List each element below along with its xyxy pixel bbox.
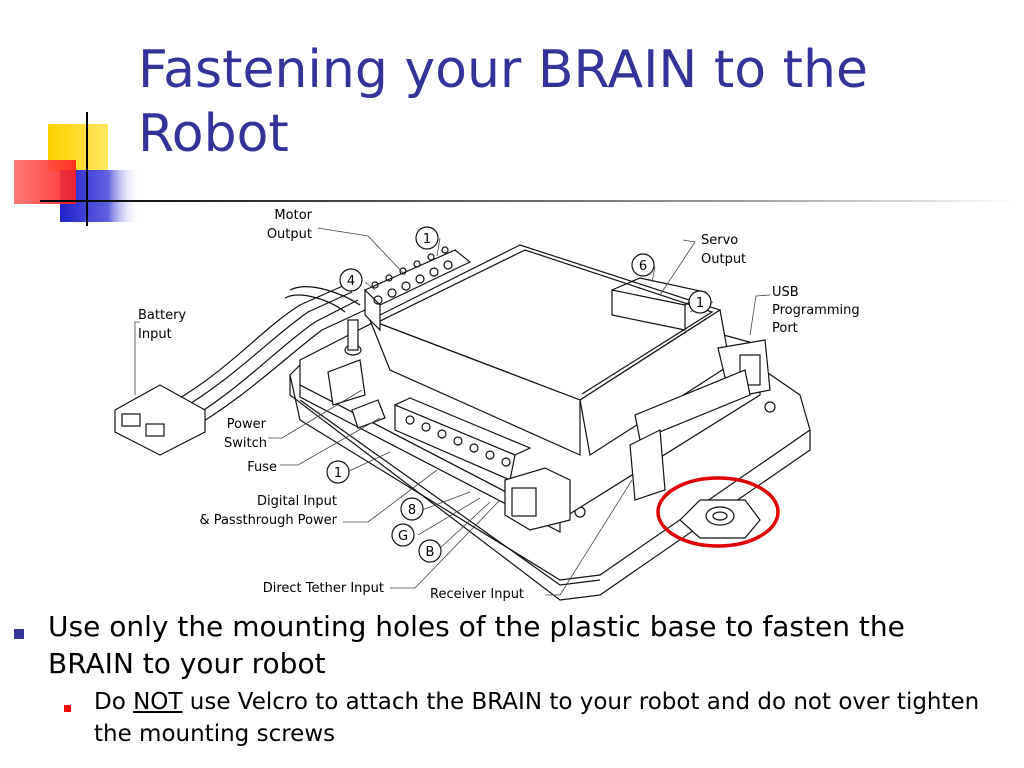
callout-circle (631, 253, 655, 277)
receiver-connector (504, 467, 571, 531)
callout-label: 8 (408, 503, 416, 518)
slide-title: Fastening your BRAIN to the Robot (138, 38, 1008, 166)
power-switch-label: Switch (224, 436, 267, 451)
usb-port-label: Port (772, 321, 798, 336)
callout-circle (326, 460, 350, 484)
direct-tether-label: Direct Tether Input (263, 581, 384, 596)
callout-label: 1 (334, 466, 342, 481)
battery-cable (114, 284, 366, 456)
receiver-input-label: Receiver Input (430, 587, 524, 602)
sub-bullet-text: use Velcro to attach the BRAIN to your r… (94, 689, 980, 747)
digital-input-label: Digital Input (257, 494, 337, 509)
callout-labels: 1 4 6 1 1 8 G B (334, 232, 704, 560)
sub-bullet-marker (64, 705, 71, 712)
mounting-hole-highlight (656, 476, 780, 548)
motor-output-label: Output (267, 227, 312, 242)
power-switch-label: Power (227, 417, 267, 432)
leader-lines (134, 227, 771, 596)
callout-label: G (398, 529, 408, 544)
title-line-2: Robot (138, 104, 289, 164)
battery-input-label: Battery (138, 308, 186, 323)
digital-input-label: & Passthrough Power (199, 513, 337, 528)
callout-circle (339, 268, 363, 292)
motor-terminal-block (363, 246, 472, 332)
battery-input-label: Input (138, 327, 172, 342)
callout-circles (326, 226, 712, 563)
brain-diagram: 1 4 6 1 1 8 G B Motor Output Servo Outpu… (114, 208, 860, 602)
usb-port-label: USB (772, 285, 799, 300)
brain-housing (368, 244, 731, 456)
callout-circle (418, 539, 442, 563)
callout-circle (688, 290, 712, 314)
diagram-labels: Motor Output Servo Output USB Programmin… (138, 208, 860, 602)
emphasis-not: NOT (133, 689, 183, 715)
callout-label: 6 (639, 259, 647, 274)
fuse-label: Fuse (247, 460, 277, 475)
red-square (14, 160, 76, 204)
servo-output-label: Servo (701, 233, 738, 248)
sub-bullet-item: Do NOT use Velcro to attach the BRAIN to… (94, 686, 994, 750)
bullet-marker (14, 629, 24, 639)
callout-label: B (426, 545, 435, 560)
callout-label: 4 (347, 274, 355, 289)
mounting-hole (679, 499, 761, 539)
title-line-1: Fastening your BRAIN to the (138, 40, 868, 100)
callout-circle (400, 497, 424, 521)
corner-decoration (14, 112, 140, 226)
callout-label: 1 (696, 296, 704, 311)
callout-circle (391, 523, 415, 547)
bullet-item: Use only the mounting holes of the plast… (48, 610, 905, 680)
header-pins (629, 369, 751, 501)
usb-port-label: Programming (772, 303, 860, 318)
servo-output-label: Output (701, 252, 746, 267)
title-rule (40, 200, 1020, 202)
callout-circle (415, 226, 439, 250)
sub-bullet-text: Do (94, 689, 134, 715)
motor-output-label: Motor (274, 208, 312, 223)
callout-label: 1 (423, 232, 431, 247)
